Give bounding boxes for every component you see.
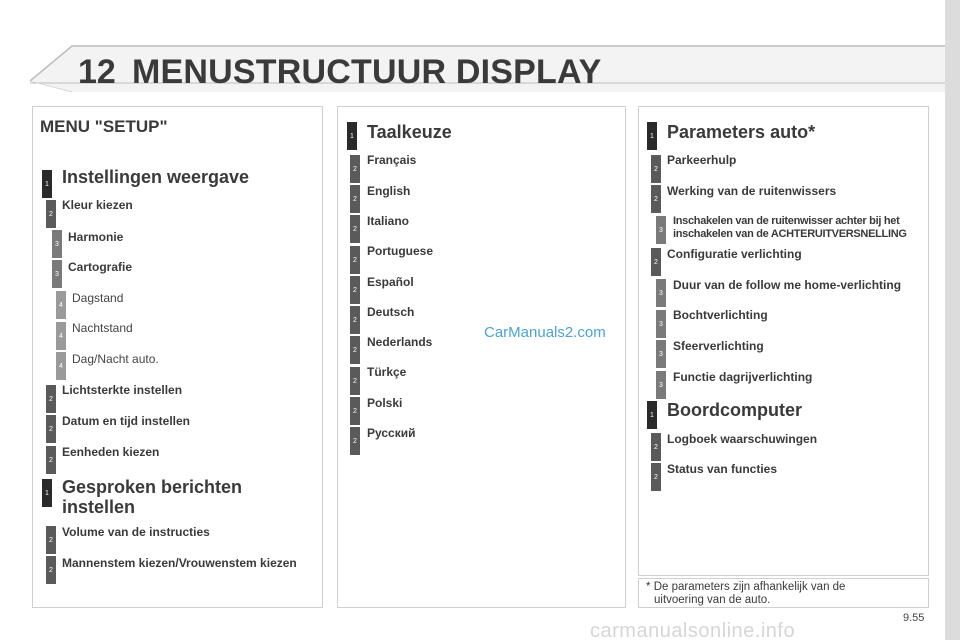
menu-item-parameters-auto: Parameters auto*	[667, 122, 816, 142]
menu-item-stem-kiezen: Mannenstem kiezen/Vrouwenstem kiezen	[62, 556, 297, 570]
menu-item-gesproken-berichten: Gesproken berichten	[62, 477, 243, 497]
level-badge: 2	[46, 415, 56, 443]
level-badge: 3	[656, 310, 666, 338]
watermark-text: CarManuals2.com	[484, 324, 606, 341]
menu-item-volume: Volume van de instructies	[62, 525, 210, 539]
menu-item-dagstand: Dagstand	[72, 291, 124, 305]
header-decoration	[29, 45, 945, 93]
level-badge: 2	[350, 427, 360, 455]
language-espanol: Español	[367, 275, 414, 289]
level-badge: 2	[350, 276, 360, 304]
level-badge: 2	[651, 433, 661, 461]
level-badge: 2	[350, 215, 360, 243]
level-badge: 2	[350, 397, 360, 425]
page-edge-strip	[945, 0, 960, 640]
level-badge: 2	[46, 446, 56, 474]
menu-item-dagrijverlichting: Functie dagrijverlichting	[673, 370, 813, 384]
page-number: 9.55	[903, 612, 925, 624]
level-badge: 3	[52, 260, 62, 288]
menu-item-kleur-kiezen: Kleur kiezen	[62, 198, 133, 212]
menu-item-status-functies: Status van functies	[667, 462, 778, 476]
language-nederlands: Nederlands	[367, 335, 433, 349]
level-badge: 2	[651, 463, 661, 491]
left-panel	[32, 106, 323, 608]
language-deutsch: Deutsch	[367, 305, 415, 319]
menu-item-ruitenwissers: Werking van de ruitenwissers	[667, 184, 837, 198]
level-badge: 1	[647, 122, 657, 150]
footnote-mark: *	[646, 581, 651, 593]
language-francais: Français	[367, 153, 417, 167]
footnote-panel	[638, 578, 929, 608]
menu-item-harmonie: Harmonie	[68, 230, 124, 244]
menu-item-ruitenwisser-achter-line2: inschakelen van de ACHTERUITVERSNELLING	[673, 228, 907, 240]
menu-item-configuratie-verlichting: Configuratie verlichting	[667, 247, 802, 261]
level-badge: 2	[46, 385, 56, 413]
menu-item-instellingen-weergave: Instellingen weergave	[62, 167, 250, 187]
language-polski: Polski	[367, 396, 403, 410]
chapter-number: 12	[78, 53, 116, 91]
language-italiano: Italiano	[367, 214, 410, 228]
menu-item-dag-nacht-auto: Dag/Nacht auto.	[72, 352, 159, 366]
level-badge: 2	[46, 526, 56, 554]
language-russian: Русский	[367, 426, 416, 440]
level-badge: 3	[656, 371, 666, 399]
menu-item-boordcomputer: Boordcomputer	[667, 400, 802, 420]
level-badge: 3	[52, 230, 62, 258]
level-badge: 1	[347, 122, 357, 150]
level-badge: 2	[350, 367, 360, 395]
level-badge: 3	[656, 279, 666, 307]
level-badge: 3	[656, 216, 666, 244]
level-badge: 2	[46, 200, 56, 228]
level-badge: 2	[350, 306, 360, 334]
level-badge: 2	[46, 556, 56, 584]
level-badge: 4	[56, 291, 66, 319]
level-badge: 2	[350, 336, 360, 364]
footnote: * De parameters zijn afhankelijk van de …	[646, 581, 845, 607]
level-badge: 4	[56, 352, 66, 380]
level-badge: 2	[350, 185, 360, 213]
menu-setup-heading: MENU "SETUP"	[40, 117, 168, 136]
level-badge: 1	[647, 401, 657, 429]
page-title: MENUSTRUCTUUR DISPLAY	[132, 53, 602, 91]
bottom-watermark: carmanualsonline.info	[590, 620, 796, 642]
language-turkce: Türkçe	[367, 365, 407, 379]
menu-item-cartografie: Cartografie	[68, 260, 133, 274]
menu-item-sfeerverlichting: Sfeerverlichting	[673, 339, 764, 353]
level-badge: 1	[42, 479, 52, 507]
language-english: English	[367, 184, 411, 198]
level-badge: 2	[651, 155, 661, 183]
footnote-text: De parameters zijn afhankelijk van de	[653, 581, 846, 593]
menu-item-follow-me-home: Duur van de follow me home-verlichting	[673, 278, 902, 292]
level-badge: 3	[656, 340, 666, 368]
menu-item-eenheden: Eenheden kiezen	[62, 445, 160, 459]
level-badge: 2	[350, 246, 360, 274]
level-badge: 4	[56, 322, 66, 350]
menu-item-nachtstand: Nachtstand	[72, 321, 133, 335]
menu-item-datum-tijd: Datum en tijd instellen	[62, 414, 191, 428]
menu-item-logboek: Logboek waarschuwingen	[667, 432, 818, 446]
level-badge: 2	[651, 185, 661, 213]
footnote-text-line2: uitvoering van de auto.	[654, 594, 771, 606]
level-badge: 2	[350, 155, 360, 183]
language-portuguese: Portuguese	[367, 244, 434, 258]
menu-item-gesproken-berichten-line2: instellen	[62, 497, 136, 517]
level-badge: 2	[651, 248, 661, 276]
menu-item-parkeerhulp: Parkeerhulp	[667, 153, 737, 167]
menu-item-bochtverlichting: Bochtverlichting	[673, 308, 768, 322]
menu-item-lichtsterkte: Lichtsterkte instellen	[62, 383, 183, 397]
menu-item-ruitenwisser-achter: Inschakelen van de ruitenwisser achter b…	[673, 215, 900, 227]
middle-panel	[337, 106, 626, 608]
menu-item-taalkeuze: Taalkeuze	[367, 122, 452, 142]
right-panel	[638, 106, 929, 576]
level-badge: 1	[42, 170, 52, 198]
